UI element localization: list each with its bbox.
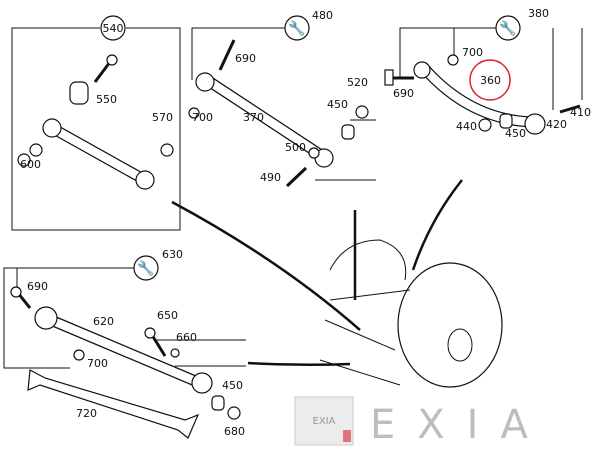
washer-icon	[29, 143, 43, 157]
wrench-glyph: 🔧	[137, 259, 154, 277]
wrench-icon	[133, 255, 159, 281]
bushing-icon	[34, 306, 58, 330]
sleeve-icon	[499, 113, 513, 129]
logo-text: EXIA	[370, 402, 550, 448]
bushing-550-icon	[69, 81, 89, 105]
nut-icon	[73, 349, 85, 361]
part-label-highlighted[interactable]: 360	[480, 74, 501, 87]
wrench-icon	[495, 15, 521, 41]
part-label: 550	[96, 93, 117, 106]
bushing-icon	[42, 118, 62, 138]
part-label: 680	[224, 425, 245, 438]
nut-700-icon	[447, 54, 459, 66]
part-label: 700	[87, 357, 108, 370]
part-label: 720	[76, 407, 97, 420]
bushing-icon	[195, 72, 215, 92]
part-label: 620	[93, 315, 114, 328]
part-label: 410	[570, 106, 591, 119]
nut-icon	[188, 107, 200, 119]
part-label: 690	[235, 52, 256, 65]
sleeve-icon	[211, 395, 225, 411]
washer-icon	[308, 147, 320, 159]
group-badge	[100, 15, 126, 41]
bushing-icon	[135, 170, 155, 190]
sleeve-icon	[341, 124, 355, 140]
part-label: 450	[327, 98, 348, 111]
part-label: 690	[27, 280, 48, 293]
part-label: 660	[176, 331, 197, 344]
bushing-icon	[524, 113, 546, 135]
wrench-icon	[284, 15, 310, 41]
svg-text:EXIA: EXIA	[313, 416, 336, 427]
panel-480: 🔧 480 690 700 370 520 450 500 490	[188, 9, 376, 188]
group-number: 380	[528, 7, 549, 20]
bushing-icon	[191, 372, 213, 394]
part-label: 650	[157, 309, 178, 322]
part-label: 570	[152, 111, 173, 124]
group-number: 480	[312, 9, 333, 22]
part-label: 450	[505, 127, 526, 140]
nut-440-icon	[478, 118, 492, 132]
washer-icon	[170, 348, 180, 358]
part-label: 500	[285, 141, 306, 154]
panel-540: 540 550 570 600	[11, 15, 181, 231]
group-number: 630	[162, 248, 183, 261]
part-label: 600	[20, 158, 41, 171]
nut-icon	[355, 105, 369, 119]
part-label: 700	[192, 111, 213, 124]
part-label: 700	[462, 46, 483, 59]
wrench-glyph: 🔧	[288, 19, 305, 37]
part-label: 690	[393, 87, 414, 100]
part-label: 370	[243, 111, 264, 124]
group-number: 540	[103, 22, 124, 35]
nut-570-icon	[160, 143, 174, 157]
part-label: 450	[222, 379, 243, 392]
suspension-assembly	[171, 179, 503, 388]
exia-logo: EXIA EXIA	[294, 396, 550, 448]
wheel-hub-icon	[397, 262, 503, 388]
part-label: 490	[260, 171, 281, 184]
highlight-circle	[469, 59, 511, 101]
bushing-icon	[413, 61, 431, 79]
wrench-glyph: 🔧	[499, 19, 516, 37]
part-label: 440	[456, 120, 477, 133]
nut-600-icon	[17, 153, 31, 167]
panel-630: 🔧 630 690 620 650 660 700 450 720 680	[3, 248, 246, 439]
part-label: 520	[347, 76, 368, 89]
part-label: 420	[546, 118, 567, 131]
panel-380: 🔧 380 700 690 360 410 420 440 450	[384, 7, 591, 140]
nut-icon	[227, 406, 241, 420]
cover-720-icon	[27, 369, 200, 439]
